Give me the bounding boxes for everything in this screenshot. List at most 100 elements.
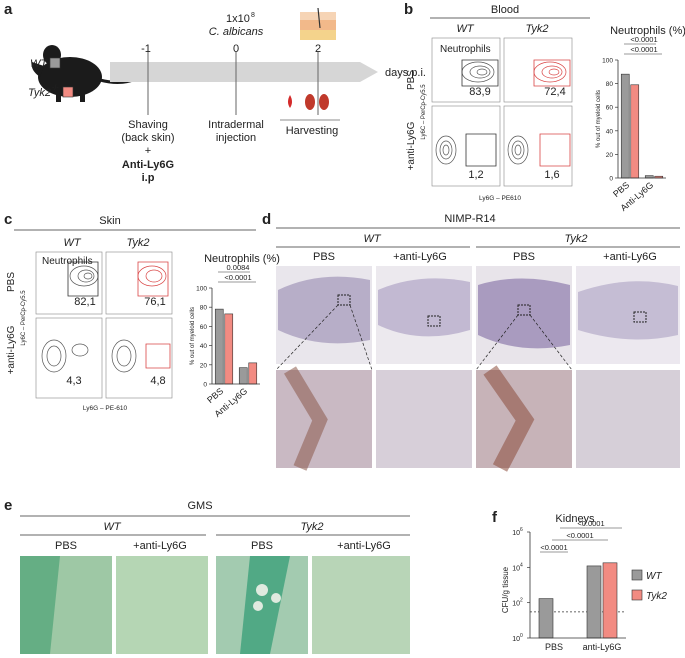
panel-e-letter: e <box>4 497 12 514</box>
y-tick-exponent: 2 <box>520 598 523 604</box>
y-tick-label: 10 <box>512 636 520 643</box>
step3-label: Harvesting <box>286 125 339 137</box>
y-tick-label: 40 <box>200 343 208 350</box>
step1-line4: Anti-Ly6G <box>122 159 174 171</box>
y-tick-exponent: 6 <box>520 527 523 533</box>
e-tile-wt-anti <box>116 556 208 654</box>
blood-drop-icon <box>288 95 292 108</box>
bar <box>586 565 602 639</box>
panel-d: d NIMP-R14 WT Tyk2 PBS +anti-Ly6G PBS +a… <box>262 211 680 472</box>
a-wt-swatch <box>49 57 61 69</box>
d-zoom-box-3 <box>517 304 531 316</box>
species-label: C. albicans <box>209 26 264 38</box>
b-plot-wt-pbs <box>431 37 501 103</box>
t-minus1: -1 <box>141 43 151 55</box>
step1-line1: Shaving <box>128 119 168 131</box>
c-xlab: Ly6G – PE-610 <box>83 405 128 412</box>
b-gate-tyk2-anti <box>539 133 571 167</box>
e-anti-wt: +anti-Ly6G <box>133 540 187 552</box>
c-row-anti: +anti-Ly6G <box>6 325 17 374</box>
pval-label: <0.0001 <box>577 519 604 528</box>
b-ylab: Ly6C – PerCp-Cy5.5 <box>421 84 427 140</box>
pval-label: <0.0001 <box>630 45 657 54</box>
c-val-tyk2-anti: 4,8 <box>150 375 165 387</box>
panel-b-letter: b <box>404 1 413 18</box>
b-val-wt-pbs: 83,9 <box>469 86 490 98</box>
kidney-left-icon <box>305 94 315 110</box>
bar <box>630 84 640 179</box>
dose-exp: 8 <box>251 12 255 19</box>
d-tile-wt-anti-high <box>376 370 472 468</box>
d-zoom-line-1b <box>349 304 373 371</box>
chart-b: Neutrophils (%)% out of myeloid cells020… <box>596 25 685 213</box>
c-val-wt-pbs: 82,1 <box>74 296 95 308</box>
d-tissue-tyk2-pbs-low <box>478 278 570 349</box>
y-tick-label: 100 <box>196 286 207 293</box>
b-val-tyk2-pbs: 72,4 <box>544 86 565 98</box>
f-legend-wt: WT <box>646 571 662 582</box>
d-tyk2: Tyk2 <box>564 233 587 245</box>
a-wt-label: WT <box>30 58 48 70</box>
panel-d-letter: d <box>262 211 271 228</box>
y-axis-label: % out of myeloid cells <box>596 90 602 148</box>
c-gate-tyk2-anti <box>145 343 171 369</box>
x-tick-label: anti-Ly6G <box>583 642 622 652</box>
c-gate-wt-pbs <box>67 261 99 297</box>
skin-icon <box>300 7 336 40</box>
e-title: GMS <box>187 500 212 512</box>
e-vacuole-3 <box>253 601 263 611</box>
y-tick-label: 20 <box>606 152 614 159</box>
d-tissue-tyk2-anti-low <box>578 281 678 340</box>
bar <box>224 313 234 385</box>
y-tick-label: 10 <box>512 565 520 572</box>
b-gate-tyk2-pbs <box>533 59 571 87</box>
c-val-wt-anti: 4,3 <box>66 375 81 387</box>
panel-c: c Skin WT Tyk2 PBS +anti-Ly6G Ly6C – Per… <box>4 211 280 419</box>
d-ihc-tiles <box>275 266 680 472</box>
y-axis-label: % out of myeloid cells <box>190 307 196 365</box>
f-title: Kidneys <box>555 513 595 525</box>
a-tyk2-label: Tyk2 <box>28 87 51 99</box>
y-tick-label: 10 <box>512 601 520 608</box>
c-col-wt: WT <box>63 237 81 249</box>
e-gms-tiles <box>20 556 410 654</box>
d-zoom-line-3b <box>529 314 573 371</box>
b-flow-grid <box>431 37 573 187</box>
e-wt: WT <box>103 521 121 533</box>
pval-label: <0.0001 <box>540 543 567 552</box>
c-contours-wt-anti <box>41 339 89 373</box>
b-contours-tyk2-anti <box>507 135 529 165</box>
bar <box>248 362 258 385</box>
y-tick-label: 100 <box>602 58 613 65</box>
kidney-right-icon <box>319 94 329 110</box>
b-xlab: Ly6G – PE610 <box>479 195 521 202</box>
step1-line5: i.p <box>142 172 155 184</box>
c-gate-label: Neutrophils <box>42 256 93 267</box>
chart-title: Neutrophils (%) <box>204 253 280 265</box>
pval-label: <0.0001 <box>566 531 593 540</box>
d-anti-wt: +anti-Ly6G <box>393 251 447 263</box>
e-tile-tyk2-anti <box>312 556 410 654</box>
chart-c: Neutrophils (%)% out of myeloid cells020… <box>190 253 280 419</box>
c-val-tyk2-pbs: 76,1 <box>144 296 165 308</box>
panel-f-letter: f <box>492 509 498 526</box>
y-tick-label: 40 <box>606 128 614 135</box>
d-stain-tyk2-pbs <box>483 365 535 472</box>
b-plot-tyk2-pbs <box>503 37 573 103</box>
e-pbs-wt: PBS <box>55 540 77 552</box>
b-title: Blood <box>491 4 519 16</box>
d-zoom-box-1 <box>337 294 351 306</box>
x-tick-label: PBS <box>545 642 563 652</box>
d-pbs-tyk2: PBS <box>513 251 535 263</box>
b-row-pbs: PBS <box>406 70 417 90</box>
y-tick-exponent: 0 <box>520 633 523 639</box>
days-pi-label: days p.i. <box>385 67 426 79</box>
d-zoom-box-2 <box>427 315 441 327</box>
panel-c-letter: c <box>4 211 12 228</box>
step1-line2: (back skin) <box>121 132 174 144</box>
d-zoom-line-3a <box>475 314 519 371</box>
y-tick-label: 0 <box>203 382 207 389</box>
f-ylabel: CFU/g tissue <box>501 566 510 613</box>
